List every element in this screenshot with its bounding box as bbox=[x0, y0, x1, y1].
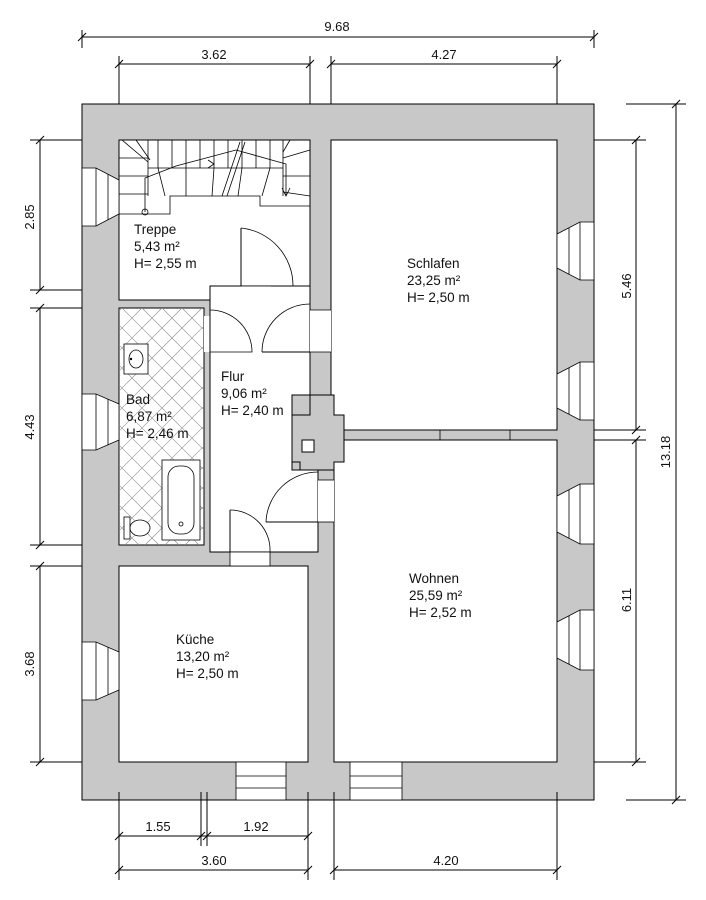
door-kueche bbox=[229, 509, 271, 553]
room-floor-schlafen bbox=[330, 139, 558, 431]
room-name: Wohnen bbox=[409, 571, 459, 586]
tile-line bbox=[121, 308, 204, 391]
room-label-schlafen: Schlafen 23,25 m² H= 2,50 m bbox=[407, 256, 470, 305]
tile-line bbox=[119, 364, 204, 451]
tile-line bbox=[119, 308, 163, 352]
room-height: H= 2,52 m bbox=[409, 605, 472, 620]
staircase bbox=[119, 139, 311, 216]
room-area: 6,87 m² bbox=[126, 409, 172, 424]
tile-line bbox=[119, 484, 180, 545]
window-bottom-kueche bbox=[235, 761, 287, 801]
room-label-bad: Bad 6,87 m² H= 2,46 m bbox=[126, 392, 189, 441]
room-area: 9,06 m² bbox=[221, 386, 267, 401]
wall-openings bbox=[204, 286, 511, 567]
room-label-flur: Flur 9,06 m² H= 2,40 m bbox=[221, 369, 284, 418]
room-area: 5,43 m² bbox=[134, 239, 180, 254]
doors bbox=[209, 227, 319, 553]
room-height: H= 2,40 m bbox=[221, 403, 284, 418]
tile-line bbox=[119, 445, 204, 532]
room-labels: Treppe 5,43 m² H= 2,55 m Schlafen 23,25 … bbox=[126, 222, 472, 681]
room-area: 23,25 m² bbox=[407, 273, 461, 288]
window-left-kueche bbox=[81, 641, 120, 701]
room-name: Küche bbox=[176, 632, 214, 647]
sink-icon bbox=[123, 343, 149, 375]
dim-top-total: 9.68 bbox=[324, 19, 349, 34]
dim-left-bottom: 3.68 bbox=[22, 651, 37, 676]
tile-line bbox=[119, 384, 204, 471]
dim-bottom-left-b: 1.92 bbox=[243, 819, 268, 834]
room-name: Flur bbox=[221, 369, 245, 384]
room-floors bbox=[118, 139, 558, 763]
tile-line bbox=[119, 464, 200, 545]
window-right-schlafen-2 bbox=[556, 361, 595, 421]
door-schlafen bbox=[261, 303, 311, 353]
room-floor-wohnen bbox=[333, 439, 558, 763]
window-left-treppe bbox=[81, 167, 120, 227]
tile-line bbox=[119, 308, 203, 392]
dim-top-right: 4.27 bbox=[431, 47, 456, 62]
dim-right-top: 5.46 bbox=[619, 273, 634, 298]
dim-left-top: 2.85 bbox=[22, 204, 37, 229]
door-bad bbox=[209, 309, 253, 353]
dim-right-total: 13.18 bbox=[658, 436, 673, 469]
room-label-wohnen: Wohnen 25,59 m² H= 2,52 m bbox=[409, 571, 472, 620]
dim-right-bottom: 6.11 bbox=[619, 588, 634, 612]
toilet-icon bbox=[123, 516, 151, 540]
tile-line bbox=[0, 308, 22, 545]
tile-line bbox=[119, 345, 204, 432]
room-name: Schlafen bbox=[407, 256, 460, 271]
dim-bottom-left: 3.60 bbox=[201, 853, 226, 868]
tile-line bbox=[119, 344, 204, 431]
windows bbox=[81, 167, 595, 801]
room-label-kueche: Küche 13,20 m² H= 2,50 m bbox=[176, 632, 239, 681]
tile-line bbox=[119, 385, 204, 472]
window-right-wohnen-2 bbox=[556, 609, 595, 671]
door-wohnen bbox=[265, 471, 319, 523]
window-bottom-wohnen bbox=[349, 761, 403, 801]
room-area: 13,20 m² bbox=[176, 649, 230, 664]
chimney bbox=[291, 394, 345, 471]
room-label-treppe: Treppe 5,43 m² H= 2,55 m bbox=[134, 222, 197, 271]
room-name: Treppe bbox=[134, 222, 176, 237]
window-left-bad bbox=[81, 393, 120, 451]
tile-line bbox=[0, 308, 82, 545]
tile-line bbox=[119, 504, 160, 545]
dimension-lines: 9.68 3.62 4.27 2.85 4.43 3.68 bbox=[22, 19, 686, 880]
window-right-schlafen-1 bbox=[556, 221, 595, 281]
room-height: H= 2,50 m bbox=[176, 666, 239, 681]
tile-line bbox=[119, 425, 204, 512]
tile-line bbox=[119, 404, 204, 491]
tile-line bbox=[119, 365, 204, 452]
room-floor-kueche bbox=[118, 565, 309, 763]
room-height: H= 2,50 m bbox=[407, 290, 470, 305]
room-name: Bad bbox=[126, 392, 150, 407]
room-height: H= 2,55 m bbox=[134, 256, 197, 271]
room-area: 25,59 m² bbox=[409, 588, 463, 603]
tile-line bbox=[141, 308, 204, 371]
tile-line bbox=[0, 308, 2, 545]
tile-line bbox=[161, 308, 204, 351]
dim-left-mid: 4.43 bbox=[22, 414, 37, 439]
tile-line bbox=[119, 325, 204, 412]
dim-bottom-left-a: 1.55 bbox=[145, 819, 170, 834]
window-right-wohnen-1 bbox=[556, 483, 595, 545]
room-height: H= 2,46 m bbox=[126, 426, 189, 441]
door-treppe bbox=[240, 227, 294, 287]
bath-fixtures bbox=[123, 343, 201, 541]
tile-line bbox=[119, 405, 204, 492]
dim-bottom-right: 4.20 bbox=[433, 853, 458, 868]
dim-top-left: 3.62 bbox=[201, 47, 226, 62]
